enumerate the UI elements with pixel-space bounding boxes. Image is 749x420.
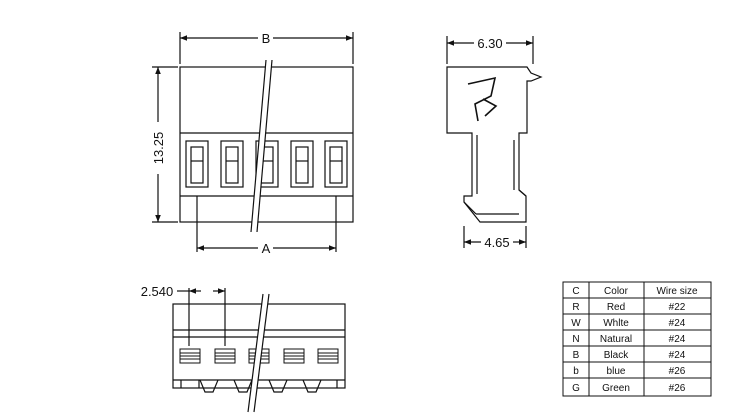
bottom-break-lines <box>247 293 270 413</box>
table-header-color: Color <box>604 286 629 297</box>
table-cell-code: N <box>572 334 579 345</box>
table-row: G Green #26 <box>572 383 686 394</box>
dimension-depth-top-label: 6.30 <box>477 36 502 51</box>
table-cell-color: Red <box>607 302 625 313</box>
table-cell-wire-size: #26 <box>669 383 686 394</box>
front-break-lines <box>250 59 273 233</box>
table-cell-wire-size: #24 <box>669 334 686 345</box>
table-row: R Red #22 <box>572 302 685 313</box>
table-row: W Whlte #24 <box>571 318 686 329</box>
side-housing-outline <box>446 66 543 223</box>
front-pin-windows <box>185 140 348 188</box>
table-cell-code: b <box>573 366 579 377</box>
bottom-housing-outline <box>172 303 346 389</box>
side-view <box>446 36 543 248</box>
bottom-contact-slots <box>179 348 339 364</box>
table-cell-code: R <box>572 302 579 313</box>
dimension-a-label: A <box>262 241 271 256</box>
dimension-depth-bottom-label: 4.65 <box>484 235 509 250</box>
wire-table-header: C Color Wire size <box>572 286 698 297</box>
table-cell-wire-size: #26 <box>669 366 686 377</box>
dimension-b-label: B <box>262 31 271 46</box>
table-cell-color: blue <box>607 366 626 377</box>
side-latch-marking <box>467 76 498 122</box>
wire-table <box>562 281 712 397</box>
dimension-height-label: 13.25 <box>151 132 166 165</box>
table-cell-wire-size: #24 <box>669 350 686 361</box>
table-cell-color: Natural <box>600 334 632 345</box>
table-header-code: C <box>572 286 579 297</box>
dimension-pitch-label: 2.540 <box>141 284 174 299</box>
table-cell-color: Black <box>604 350 629 361</box>
table-cell-wire-size: #24 <box>669 318 686 329</box>
front-view <box>152 32 354 252</box>
table-row: B Black #24 <box>573 350 686 361</box>
table-row: b blue #26 <box>573 366 686 377</box>
table-header-wire-size: Wire size <box>656 286 698 297</box>
bottom-feet <box>173 379 345 393</box>
bottom-view <box>172 288 346 413</box>
table-cell-wire-size: #22 <box>669 302 686 313</box>
table-row: N Natural #24 <box>572 334 685 345</box>
table-cell-code: B <box>573 350 580 361</box>
table-cell-color: Whlte <box>603 318 629 329</box>
table-cell-code: W <box>571 318 581 329</box>
table-cell-code: G <box>572 383 580 394</box>
table-cell-color: Green <box>602 383 630 394</box>
